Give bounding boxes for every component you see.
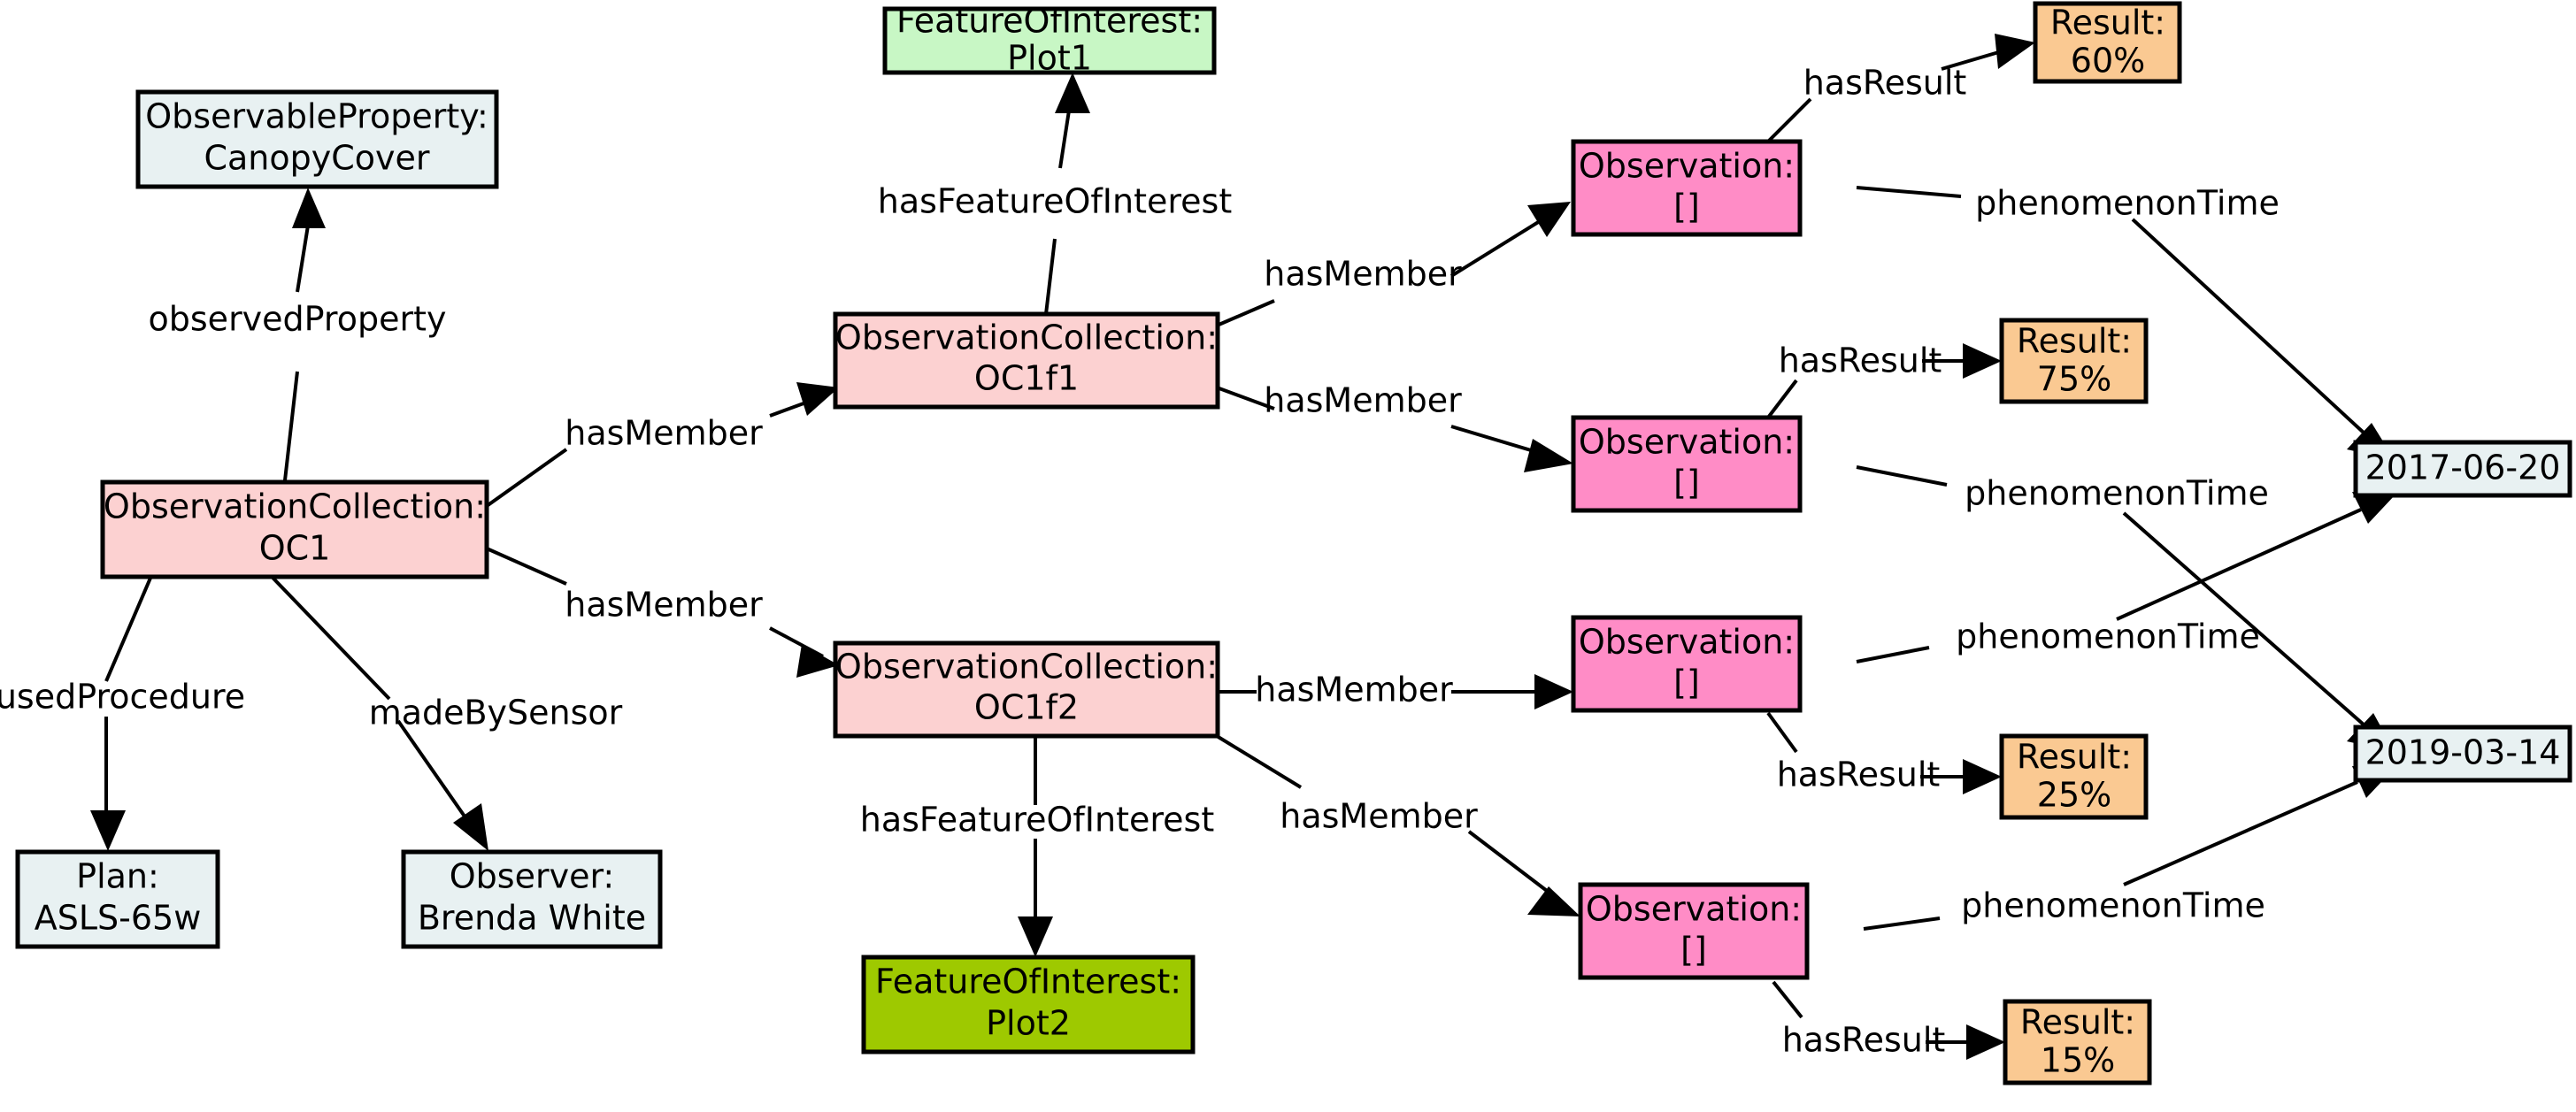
node-oc1-line2: OC1 [259,529,331,568]
node-plot2-line1: FeatureOfInterest: [875,962,1181,1001]
node-date-2-label: 2019-03-14 [2365,733,2561,772]
edge-label-phenomenon-time-1: phenomenonTime [1975,184,2280,223]
node-result-3-line1: Result: [2017,738,2132,777]
node-feature-of-interest-plot1[interactable]: FeatureOfInterest: Plot1 [882,2,1217,78]
node-observation-4-line1: Observation: [1586,890,1802,929]
edge-has-member-oc1f1-obs2: hasMember [1216,381,1573,472]
edge-label-has-result-3: hasResult [1777,755,1941,794]
node-result-4-line2: 15% [2041,1041,2115,1080]
node-date-1[interactable]: 2017-06-20 [2353,440,2572,498]
edge-label-has-feature-of-interest-2: hasFeatureOfInterest [860,801,1214,840]
edge-has-result-2: hasResult [1766,341,2002,419]
edge-made-by-sensor: madeBySensor [251,556,623,851]
node-observation-3-line2: [] [1673,663,1700,702]
edge-has-member-oc1-oc1f1: hasMember [485,382,839,508]
edge-has-result-3: hasResult [1766,711,2002,794]
edge-has-feature-of-interest-2: hasFeatureOfInterest [860,735,1214,957]
node-result-3-line2: 25% [2037,776,2111,815]
node-observation-4-line2: [] [1680,931,1707,970]
node-observation-2[interactable]: Observation: [] [1571,415,1803,513]
node-observer-line1: Observer: [450,857,614,896]
node-observation-1-line1: Observation: [1579,147,1795,186]
node-observation-1-line2: [] [1673,188,1700,226]
node-observation-collection-oc1[interactable]: ObservationCollection: OC1 [100,479,489,579]
edge-has-result-4: hasResult [1772,980,2005,1060]
edge-has-member-oc1-oc1f2: hasMember [486,547,839,678]
node-observable-property-line2: CanopyCover [204,139,429,178]
node-observation-3-line1: Observation: [1579,623,1795,662]
edge-label-has-member-oc1f2-obs3: hasMember [1255,671,1453,709]
node-observation-collection-oc1f1[interactable]: ObservationCollection: OC1f1 [833,311,1220,410]
edge-has-member-oc1f2-obs3: hasMember [1217,671,1573,709]
node-oc1f1-line1: ObservationCollection: [835,318,1218,357]
node-plot2-line2: Plot2 [986,1004,1071,1043]
edge-label-observed-property: observedProperty [149,300,447,339]
node-oc1f1-line2: OC1f1 [974,359,1079,398]
edge-label-has-result-1: hasResult [1803,64,1967,103]
edge-has-member-oc1f1-obs1: hasMember [1216,202,1571,327]
edge-label-made-by-sensor: madeBySensor [369,694,623,732]
node-observer[interactable]: Observer: Brenda White [401,849,663,949]
edge-label-has-result-4: hasResult [1782,1021,1946,1060]
edge-has-result-1: hasResult [1766,34,2035,143]
edge-phenomenon-time-3: phenomenonTime [1856,492,2395,663]
edge-used-procedure: usedProcedure [0,556,245,851]
node-result-1[interactable]: Result: 60% [2033,1,2182,84]
edge-phenomenon-time-2: phenomenonTime [1856,465,2395,752]
edge-label-has-member-oc1-oc1f2: hasMember [565,586,763,625]
edge-label-has-member-oc1f1-obs2: hasMember [1264,381,1462,420]
node-observation-collection-oc1f2[interactable]: ObservationCollection: OC1f2 [833,640,1220,739]
edge-observed-property: observedProperty [149,188,447,481]
node-result-4-line1: Result: [2020,1003,2135,1042]
node-observation-3[interactable]: Observation: [] [1571,615,1803,713]
node-plan-line2: ASLS-65w [35,899,202,938]
node-oc1f2-line2: OC1f2 [974,688,1079,727]
node-feature-of-interest-plot2[interactable]: FeatureOfInterest: Plot2 [861,955,1196,1054]
node-result-1-line1: Result: [2050,4,2165,42]
edge-label-phenomenon-time-3: phenomenonTime [1956,617,2260,656]
node-date-1-label: 2017-06-20 [2365,449,2561,487]
edge-has-member-oc1f2-obs4: hasMember [1215,734,1580,916]
node-result-3[interactable]: Result: 25% [1999,733,2149,820]
edge-label-used-procedure: usedProcedure [0,678,245,717]
node-date-2[interactable]: 2019-03-14 [2353,725,2572,783]
node-result-1-line2: 60% [2071,42,2145,81]
node-observer-line2: Brenda White [418,899,646,938]
node-oc1-line1: ObservationCollection: [104,487,486,526]
edge-label-has-member-oc1f2-obs4: hasMember [1280,797,1478,836]
node-result-2-line1: Result: [2017,322,2132,361]
node-plot1-line1: FeatureOfInterest: [896,2,1203,41]
edge-label-phenomenon-time-4: phenomenonTime [1961,886,2265,925]
edge-label-has-member-oc1f1-obs1: hasMember [1264,255,1462,294]
edge-label-has-feature-of-interest-1: hasFeatureOfInterest [878,182,1232,221]
node-result-2-line2: 75% [2037,360,2111,399]
node-observable-property-line1: ObservableProperty: [145,97,488,136]
node-plan[interactable]: Plan: ASLS-65w [15,849,220,949]
node-observation-1[interactable]: Observation: [] [1571,139,1803,237]
node-result-4[interactable]: Result: 15% [2003,999,2152,1085]
node-observation-2-line1: Observation: [1579,423,1795,462]
edge-has-feature-of-interest-1: hasFeatureOfInterest [878,73,1232,315]
node-plan-line1: Plan: [76,857,159,896]
node-plot1-line2: Plot1 [1007,39,1092,78]
edge-label-has-member-oc1-oc1f1: hasMember [565,414,763,453]
node-observation-2-line2: [] [1673,464,1700,502]
node-observable-property[interactable]: ObservableProperty: CanopyCover [135,89,499,189]
node-observation-4[interactable]: Observation: [] [1578,882,1810,980]
edge-label-has-result-2: hasResult [1779,341,1942,380]
edge-label-phenomenon-time-2: phenomenonTime [1965,474,2269,513]
node-oc1f2-line1: ObservationCollection: [835,648,1218,686]
node-result-2[interactable]: Result: 75% [1999,318,2149,404]
